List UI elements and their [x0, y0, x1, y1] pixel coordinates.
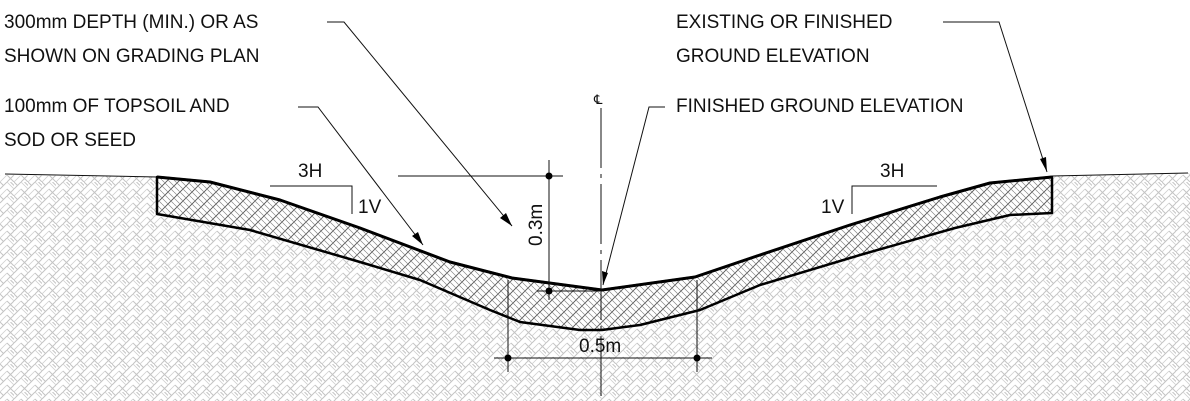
slope-right-horizontal: 3H	[880, 161, 904, 182]
callout-finished: FINISHED GROUND ELEVATION	[676, 96, 964, 117]
slope-left-marker	[270, 185, 353, 214]
callout-existing-leader	[943, 21, 1048, 173]
finished-surface-line	[156, 175, 1053, 292]
depth-dim-label: 0.3m	[526, 204, 547, 246]
width-dim-label: 0.5m	[579, 336, 621, 357]
depth-dim-dot-bottom	[545, 287, 553, 295]
existing-ground-right	[1051, 172, 1189, 177]
width-dim-dot-left	[504, 354, 512, 362]
slope-left-horizontal: 3H	[298, 161, 322, 182]
slope-right-vertical: 1V	[821, 197, 845, 218]
callout-topsoil-line1: 100mm OF TOPSOIL AND	[4, 96, 230, 117]
callout-finished-leader	[602, 106, 665, 286]
callout-existing-line2: GROUND ELEVATION	[676, 46, 870, 67]
depth-dim-dot-top	[545, 172, 553, 180]
slope-left-vertical: 1V	[358, 197, 382, 218]
callout-topsoil-line2: SOD OR SEED	[4, 130, 136, 151]
callout-depth-leader	[327, 21, 513, 227]
centerline-symbol: ℄	[593, 93, 603, 108]
width-dim-dot-right	[693, 354, 701, 362]
callout-existing-arrowhead	[1040, 157, 1047, 172]
natural-ground-fill	[0, 173, 1190, 401]
callout-finished-arrowhead	[602, 271, 608, 285]
callout-depth-line2: SHOWN ON GRADING PLAN	[4, 46, 259, 67]
callout-topsoil-arrowhead	[412, 232, 423, 245]
existing-ground-left	[4, 173, 158, 178]
callout-existing-line1: EXISTING OR FINISHED	[676, 12, 892, 33]
callout-depth-line1: 300mm DEPTH (MIN.) OR AS	[4, 12, 258, 33]
callout-depth-arrowhead	[500, 213, 512, 226]
callout-topsoil-leader	[298, 106, 424, 246]
slope-right-marker	[851, 185, 937, 214]
